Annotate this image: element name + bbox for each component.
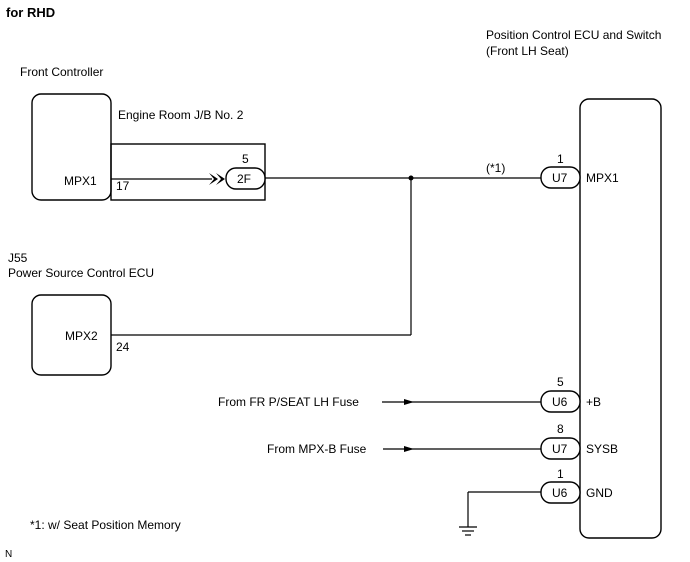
position-pin-mpx1-name: MPX1 [586, 171, 619, 185]
arrow-2f-right [216, 173, 225, 185]
position-ecu-title-2: (Front LH Seat) [486, 44, 569, 58]
junction-pin-number: 5 [242, 152, 249, 166]
position-ecu-title-1: Position Control ECU and Switch [486, 28, 661, 42]
connector-u6-plusb [540, 390, 581, 413]
position-ecu-box [579, 98, 662, 539]
power-source-title: Power Source Control ECU [8, 266, 154, 280]
connector-u6-gnd-label: U6 [552, 486, 568, 500]
connector-u6-plusb-label: U6 [552, 395, 568, 409]
corner-mark: N [5, 549, 12, 560]
fr-seat-fuse-source: From FR P/SEAT LH Fuse [218, 395, 359, 409]
connector-u7-mpx1 [540, 166, 581, 189]
front-controller-title: Front Controller [20, 65, 103, 79]
connector-u7-mpx1-label: U7 [552, 171, 568, 185]
junction-block-box [110, 143, 266, 201]
position-pin-5-number: 5 [557, 375, 564, 389]
front-controller-pin-number: 17 [116, 179, 130, 193]
power-source-code: J55 [8, 251, 28, 265]
connector-u7-sysb-label: U7 [552, 442, 568, 456]
front-controller-pin-name: MPX1 [64, 174, 97, 188]
position-pin-plusb-name: +B [586, 395, 601, 409]
junction-block-title: Engine Room J/B No. 2 [118, 108, 244, 122]
connector-u7-sysb [540, 437, 581, 460]
note-ref: (*1) [486, 161, 505, 175]
position-pin-8-number: 8 [557, 422, 564, 436]
position-pin-gnd-number: 1 [557, 467, 564, 481]
diagram-heading: for RHD [6, 5, 55, 20]
power-source-pin-name: MPX2 [65, 329, 98, 343]
power-source-pin-number: 24 [116, 340, 130, 354]
arrow-sysb [404, 446, 414, 452]
connector-2f-label: 2F [237, 172, 251, 186]
power-source-box [31, 294, 112, 376]
position-pin-1-number: 1 [557, 152, 564, 166]
position-pin-sysb-name: SYSB [586, 442, 618, 456]
arrow-2f-left [209, 173, 218, 185]
footnote: *1: w/ Seat Position Memory [30, 518, 181, 532]
position-pin-gnd-name: GND [586, 486, 613, 500]
arrow-plus-b [404, 399, 414, 405]
connector-u6-gnd [540, 481, 581, 504]
mpx-b-fuse-source: From MPX-B Fuse [267, 442, 367, 456]
